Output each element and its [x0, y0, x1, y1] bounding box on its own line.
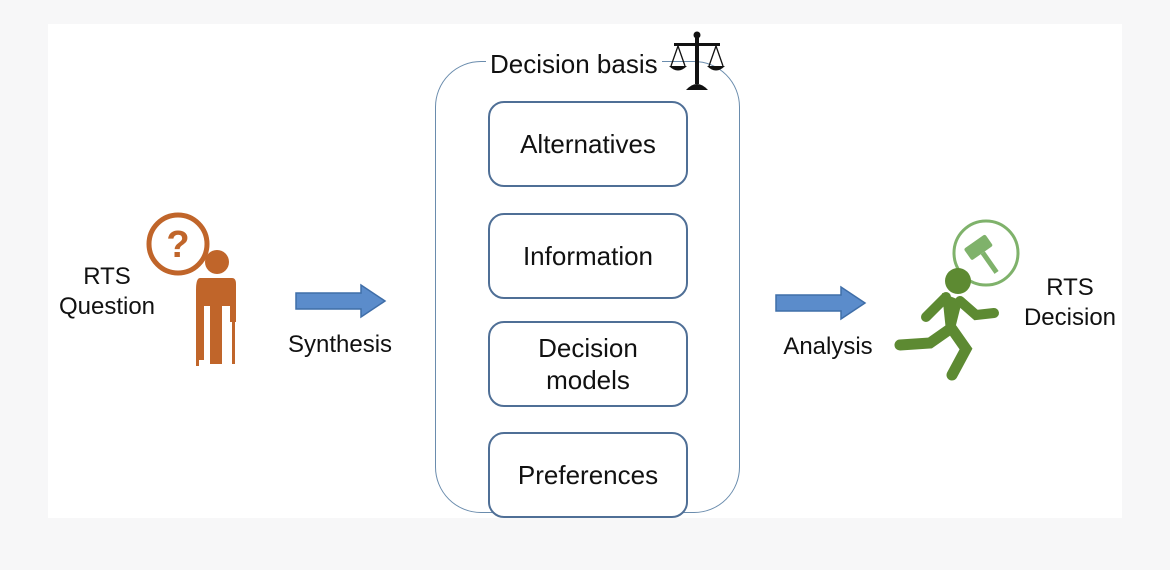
svg-text:?: ?	[166, 224, 189, 266]
preferences-box: Preferences	[488, 432, 688, 518]
rts-question-label: RTS Question	[42, 262, 172, 322]
question-person-icon: ?	[146, 212, 236, 366]
decision-models-line2: models	[546, 365, 630, 395]
rts-decision-line1: RTS	[1046, 274, 1094, 301]
decision-models-box: Decision models	[488, 321, 688, 407]
decision-models-line1: Decision	[538, 333, 638, 363]
arrow-right-icon	[775, 285, 867, 321]
scales-icon	[669, 31, 725, 90]
rts-question-line1: RTS	[83, 263, 131, 290]
runner-gavel-icon	[894, 219, 1020, 381]
rts-decision-label: RTS Decision	[1008, 273, 1132, 333]
alternatives-box: Alternatives	[488, 101, 688, 187]
rts-decision-line2: Decision	[1023, 304, 1117, 331]
alternatives-label: Alternatives	[520, 129, 656, 159]
information-label: Information	[522, 241, 654, 271]
analysis-label: Analysis	[783, 333, 873, 360]
rts-question-line2: Question	[58, 293, 156, 320]
synthesis-label: Synthesis	[287, 331, 393, 358]
information-box: Information	[488, 213, 688, 299]
arrow-right-icon	[295, 283, 387, 319]
preferences-label: Preferences	[517, 460, 659, 490]
decision-basis-title: Decision basis	[486, 48, 662, 80]
